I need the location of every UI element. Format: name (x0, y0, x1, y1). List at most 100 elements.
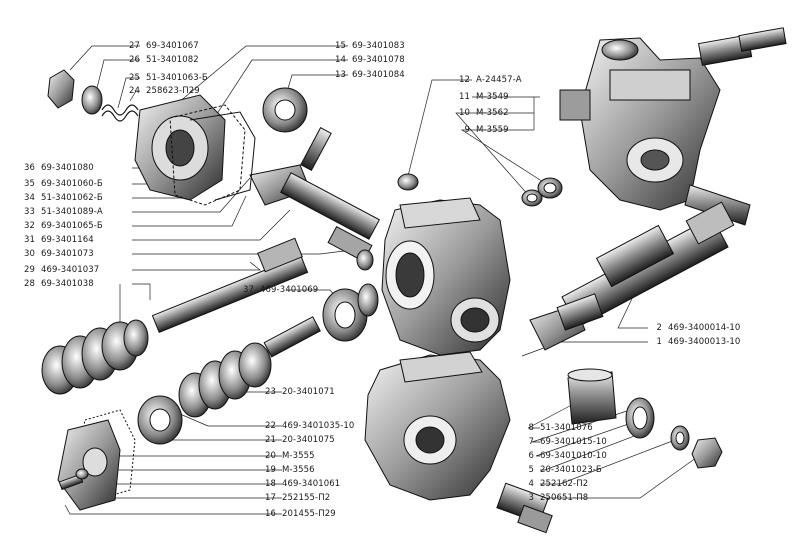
part-code: 469-3401069 (260, 285, 319, 295)
worm-gear-right (178, 316, 321, 418)
callout-number: 17 (264, 493, 276, 503)
part-code: М-3555 (282, 451, 315, 461)
callout-37: 37 469-3401069 (240, 285, 318, 295)
callout-number: 25 (128, 73, 140, 83)
callout-3: 3 250651-П8 (520, 493, 588, 503)
upper-right-housing (559, 27, 787, 226)
callout-number: 26 (128, 55, 140, 65)
callout-number: 36 (23, 163, 35, 173)
callout-27: 27 69-3401067 (126, 41, 199, 51)
callout-number: 37 (242, 285, 254, 295)
callout-number: 5 (528, 465, 534, 475)
spring (101, 104, 139, 122)
callout-33: 33 51-3401089-А (21, 207, 103, 217)
callout-11: 11 М-3549 (456, 92, 509, 102)
callout-number: 2 (656, 323, 662, 333)
part-code: М-3559 (476, 125, 509, 135)
callout-30: 30 69-3401073 (21, 249, 94, 259)
nut (691, 437, 723, 469)
callout-18: 18 469-3401061 (262, 479, 340, 489)
lower-cover (57, 409, 136, 511)
callout-number: 3 (528, 493, 534, 503)
callout-number: 4 (528, 479, 534, 489)
part-code: 69-3401084 (352, 70, 405, 80)
callout-1: 1 469-3400013-10 (648, 337, 740, 347)
callout-number: 1 (656, 337, 662, 347)
part-code: 69-3401078 (352, 55, 405, 65)
callout-number: 34 (23, 193, 35, 203)
part-code: 20-3401071 (282, 387, 335, 397)
part-code: 469-3401037 (41, 265, 100, 275)
callout-10: 10 М-3562 (456, 108, 509, 118)
callout-number: 30 (23, 249, 35, 259)
plug (397, 173, 419, 191)
callout-number: 15 (334, 41, 346, 51)
callout-12: 12 А-24457-А (456, 75, 522, 85)
part-code: 51-3401063-Б (146, 73, 208, 83)
part-code: 201455-П29 (282, 509, 336, 519)
worm-shaft (151, 237, 309, 333)
part-code: 69-3401073 (41, 249, 94, 259)
cover-plate (134, 94, 256, 206)
part-code: 51-3401089-А (41, 207, 103, 217)
callout-number: 22 (264, 421, 276, 431)
callout-number: 6 (528, 451, 534, 461)
callout-number: 12 (458, 75, 470, 85)
part-code: М-3556 (282, 465, 315, 475)
part-code: 250651-П8 (540, 493, 589, 503)
callout-number: 11 (458, 92, 470, 102)
top-nut (47, 69, 75, 109)
callout-number: 27 (128, 41, 140, 51)
part-code: 51-3401082 (146, 55, 199, 65)
callout-number: 7 (528, 437, 534, 447)
central-housing (381, 197, 511, 356)
part-code: М-3549 (476, 92, 509, 102)
universal-joint (529, 293, 604, 351)
callout-number: 19 (264, 465, 276, 475)
part-code: 252162-П2 (540, 479, 589, 489)
callout-number: 33 (23, 207, 35, 217)
callout-26: 26 51-3401082 (126, 55, 199, 65)
callout-number: 21 (264, 435, 276, 445)
leader-lines (64, 45, 701, 515)
callout-number: 9 (464, 125, 470, 135)
callout-number: 10 (458, 108, 470, 118)
part-code: М-3562 (476, 108, 509, 118)
callout-number: 8 (528, 423, 534, 433)
part-code: А-24457-А (476, 75, 522, 85)
part-code: 252155-П2 (282, 493, 331, 503)
bolt (58, 468, 89, 491)
callout-15: 15 69-3401083 (332, 41, 405, 51)
callout-7: 7 69-3401015-10 (520, 437, 607, 447)
part-code: 258623-П29 (146, 86, 200, 96)
lower-housing (364, 351, 553, 534)
part-code: 69-3401083 (352, 41, 405, 51)
callout-23: 23 20-3401071 (262, 387, 335, 397)
part-code: 69-3401015-10 (540, 437, 607, 447)
callout-9: 9 М-3559 (456, 125, 509, 135)
callout-number: 24 (128, 86, 140, 96)
callout-number: 23 (264, 387, 276, 397)
part-code: 469-3401061 (282, 479, 341, 489)
part-code: 69-3401038 (41, 279, 94, 289)
callout-number: 28 (23, 279, 35, 289)
part-code: 69-3401067 (146, 41, 199, 51)
callout-4: 4 252162-П2 (520, 479, 588, 489)
callout-number: 18 (264, 479, 276, 489)
worm-gear-left (41, 319, 149, 395)
callout-24: 24 258623-П29 (126, 86, 200, 96)
part-code: 469-3400013-10 (668, 337, 741, 347)
callout-number: 35 (23, 179, 35, 189)
